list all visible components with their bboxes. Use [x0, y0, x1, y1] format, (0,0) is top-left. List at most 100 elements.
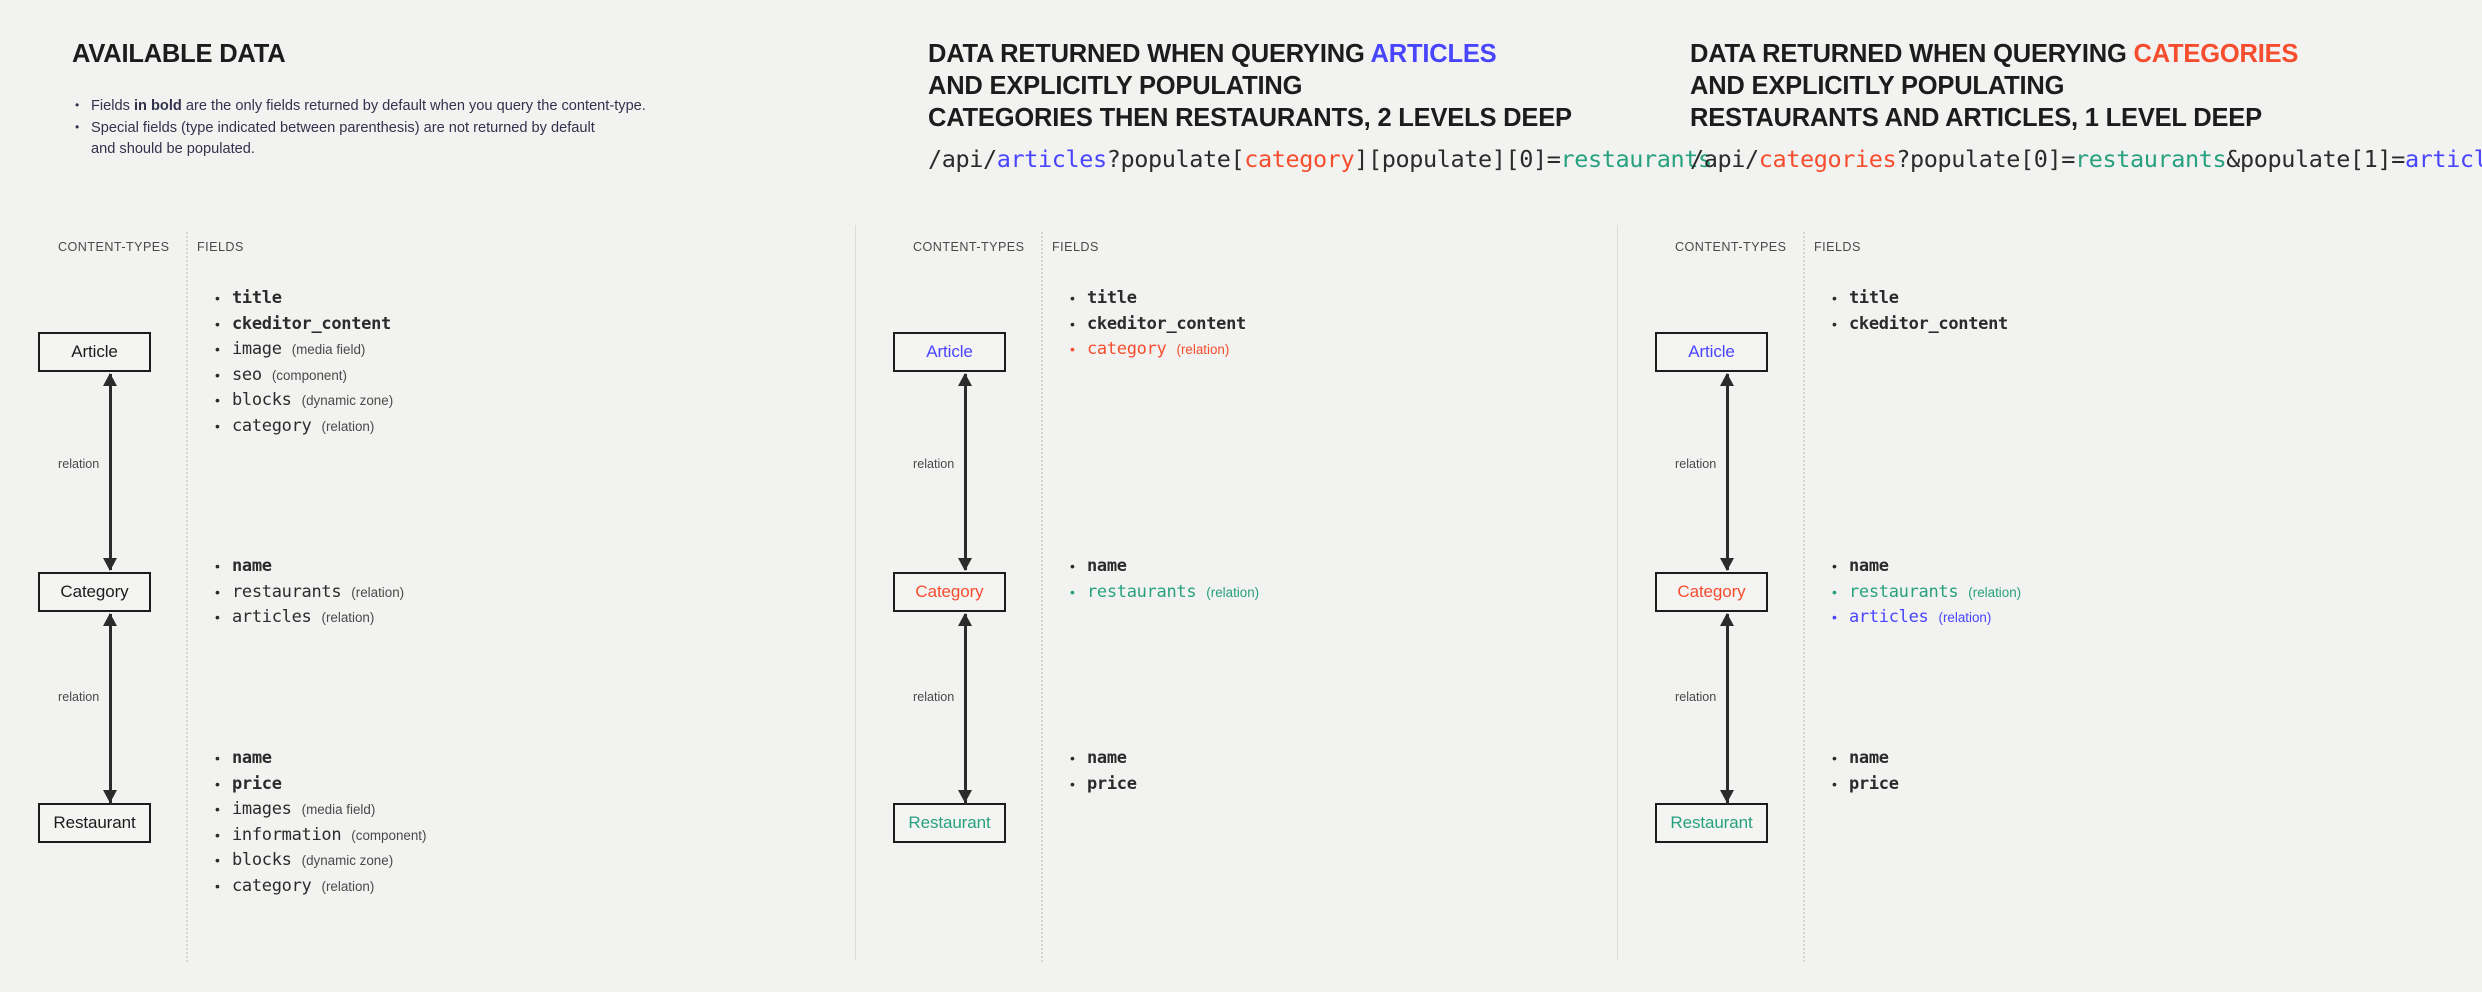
- relation-label-category-restaurant: relation: [913, 690, 955, 704]
- content-type-box-restaurant[interactable]: Restaurant: [38, 803, 151, 843]
- field-type: (relation): [1206, 584, 1260, 600]
- field-name: images: [232, 799, 292, 819]
- endpoint-token-3: restaurants: [2074, 145, 2227, 173]
- bullet-icon: •: [1832, 609, 1837, 625]
- bullet-icon: •: [1070, 583, 1075, 600]
- endpoint-token-4: ][populate][0]=: [1354, 145, 1561, 173]
- fields-column-label: FIELDS: [1814, 240, 1861, 254]
- panel-title-line2: AND EXPLICITLY POPULATING: [1690, 72, 2065, 100]
- bullet-icon: •: [215, 826, 220, 843]
- field-name: restaurants: [232, 581, 342, 602]
- content-type-box-category[interactable]: Category: [1655, 572, 1768, 612]
- bullet-icon: •: [215, 315, 220, 332]
- column-dotted-divider: [1041, 232, 1043, 962]
- field-group-category: •name•restaurants(relation)•articles(rel…: [1832, 556, 2021, 633]
- relation-arrow-down-category: [1720, 374, 1733, 571]
- field-row: •name: [215, 748, 426, 774]
- column-dotted-divider: [1803, 232, 1805, 962]
- bullet-icon: •: [215, 852, 220, 868]
- relation-label-category-restaurant: relation: [58, 690, 100, 704]
- field-row: •image(media field): [215, 339, 393, 365]
- endpoint-token-2: ?populate[: [1106, 145, 1245, 173]
- content-type-box-restaurant[interactable]: Restaurant: [1655, 803, 1768, 843]
- field-row: •images(media field): [215, 799, 426, 825]
- legend-note-special: Special fields (type indicated between p…: [72, 117, 732, 160]
- field-type: (relation): [1176, 342, 1230, 357]
- field-group-restaurant: •name•price: [1832, 748, 1899, 799]
- bullet-icon: •: [1832, 315, 1837, 332]
- field-row: •blocks(dynamic zone): [215, 850, 426, 876]
- field-name: name: [1087, 556, 1127, 576]
- field-name: restaurants: [1087, 581, 1197, 602]
- field-row: •articles(relation): [1832, 607, 2021, 633]
- field-name: blocks: [232, 390, 292, 410]
- field-name: restaurants: [1849, 581, 1959, 602]
- field-name: name: [232, 748, 272, 768]
- field-row: •title: [215, 288, 393, 314]
- bullet-icon: •: [1070, 750, 1075, 766]
- field-row: • ckeditor_content: [215, 314, 393, 340]
- field-name: title: [232, 288, 282, 308]
- field-name: articles: [232, 607, 312, 627]
- field-row: • restaurants (relation): [1070, 582, 1259, 608]
- field-row: •name: [1070, 748, 1137, 774]
- field-row: •articles(relation): [215, 607, 404, 633]
- bullet-icon: •: [215, 583, 220, 600]
- content-type-box-article[interactable]: Article: [1655, 332, 1768, 372]
- field-name: ckeditor_content: [232, 313, 391, 334]
- field-name: category: [232, 875, 312, 896]
- content-type-box-category[interactable]: Category: [893, 572, 1006, 612]
- content-type-box-article[interactable]: Article: [893, 332, 1006, 372]
- note-bold: in bold: [133, 98, 182, 114]
- field-name: name: [1849, 556, 1889, 576]
- panel-title: AVAILABLE DATA: [72, 38, 286, 70]
- legend-notes: Fields in bold are the only fields retur…: [72, 95, 732, 161]
- panel-title-line1-pre: DATA RETURNED WHEN QUERYING: [928, 40, 1371, 68]
- note-pre: Special fields (type indicated between p…: [91, 120, 595, 136]
- field-row: •seo(component): [215, 365, 393, 391]
- bullet-icon: •: [215, 775, 220, 792]
- field-type: (dynamic zone): [301, 393, 394, 408]
- field-name: title: [1849, 288, 1899, 308]
- legend-note-bold: Fields in bold are the only fields retur…: [72, 95, 732, 117]
- field-name: price: [1087, 773, 1137, 794]
- content-type-box-restaurant[interactable]: Restaurant: [893, 803, 1006, 843]
- field-type: (relation): [1968, 584, 2022, 600]
- relation-arrow-down-restaurant: [958, 614, 971, 803]
- panel-title-accent: ARTICLES: [1370, 40, 1497, 68]
- field-name: price: [1849, 773, 1899, 794]
- content-type-box-article[interactable]: Article: [38, 332, 151, 372]
- fields-column-label: FIELDS: [1052, 240, 1099, 254]
- endpoint-token-0: /api/: [1690, 145, 1759, 173]
- relation-label-article-category: relation: [913, 457, 955, 471]
- field-row: •title: [1070, 288, 1246, 314]
- panel-divider-2: [1617, 225, 1618, 960]
- endpoint-token-1: categories: [1758, 145, 1897, 173]
- content-type-box-category[interactable]: Category: [38, 572, 151, 612]
- field-type: (relation): [351, 584, 405, 600]
- fields-column-label: FIELDS: [197, 240, 244, 254]
- field-name: category: [1087, 339, 1167, 359]
- relation-label-article-category: relation: [58, 457, 100, 471]
- endpoint-token-5: restaurants: [1560, 145, 1712, 173]
- field-name: category: [232, 415, 312, 436]
- bullet-icon: •: [1070, 341, 1075, 357]
- note-post: are the only fields returned by default …: [181, 98, 646, 114]
- field-group-category: •name• restaurants (relation): [1070, 556, 1259, 607]
- panel-title-line3: CATEGORIES THEN RESTAURANTS, 2 LEVELS DE…: [928, 104, 1572, 132]
- field-type: (relation): [321, 418, 375, 434]
- bullet-icon: •: [215, 558, 220, 574]
- field-name: price: [232, 773, 282, 794]
- bullet-icon: •: [1070, 775, 1075, 792]
- relation-arrow-down-category: [103, 374, 116, 571]
- panel-title-text: AVAILABLE DATA: [72, 40, 286, 68]
- endpoint-token-5: articles: [2404, 145, 2482, 173]
- field-type: (relation): [1938, 610, 1992, 625]
- field-row: •name: [1070, 556, 1259, 582]
- bullet-icon: •: [1070, 290, 1075, 306]
- field-name: seo: [232, 364, 262, 385]
- panel-divider-1: [855, 225, 856, 960]
- endpoint-token-2: ?populate[0]=: [1896, 145, 2075, 173]
- field-group-article: •title•ckeditor_content: [1832, 288, 2008, 339]
